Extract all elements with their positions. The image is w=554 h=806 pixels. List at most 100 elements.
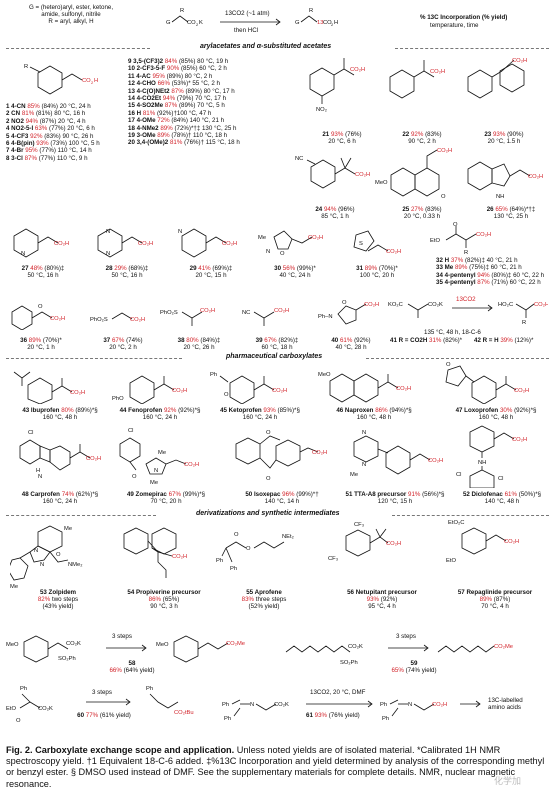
compound-label: 37 67% (74%)20 °C, 2 h — [103, 337, 143, 352]
compound-label: 29 41% (69%)‡20 °C, 15 h — [189, 265, 233, 280]
svg-text:CO₂H: CO₂H — [200, 308, 215, 314]
svg-text:Ph: Ph — [146, 686, 153, 692]
structure-27: N CO₂H — [13, 228, 69, 258]
structure-54: CO₂H — [123, 527, 187, 578]
svg-text:CO₂H: CO₂H — [514, 388, 529, 394]
section-header: pharmaceutical carboxylates — [226, 353, 323, 360]
compound-label: 49 Zomepirac 67% (99%)*§70 °C, 20 h — [126, 491, 206, 506]
svg-text:CO₂H: CO₂H — [428, 458, 443, 464]
structure-22: CO₂H — [389, 60, 445, 99]
malonate-reagent: 13CO2 — [456, 296, 476, 303]
compound-label: 24 94% (96%)85 °C, 1 h — [315, 206, 355, 221]
svg-text:O: O — [280, 251, 285, 257]
structure-40: Ph–NO CO₂H — [318, 300, 379, 325]
svg-text:MeO: MeO — [375, 180, 388, 186]
svg-text:EtO₂C: EtO₂C — [448, 520, 464, 526]
svg-text:CO₂H: CO₂H — [184, 462, 199, 468]
svg-text:2: 2 — [91, 80, 94, 85]
section-rule — [366, 358, 549, 359]
result-sub: temperature, time — [430, 22, 479, 29]
svg-text:SO₂Ph: SO₂Ph — [340, 660, 358, 666]
section-rule — [6, 358, 182, 359]
list-item: 33 Me 89% (75%)‡ 60 °C, 21 h — [436, 264, 522, 272]
watermark: 化学加 — [494, 776, 522, 786]
svg-text:N: N — [106, 229, 110, 235]
svg-text:Ph: Ph — [216, 558, 223, 564]
svg-text:Cl: Cl — [128, 428, 133, 434]
svg-text:CO₂H: CO₂H — [386, 249, 401, 255]
svg-text:O: O — [234, 532, 239, 538]
compound-label: 43 Ibuprofen 80% (89%)*§160 °C, 48 h — [22, 407, 98, 422]
structure-24: NC CO₂H — [295, 156, 370, 189]
compound-label: 23 93% (90%)20 °C, 1.5 h — [484, 131, 524, 146]
definitions: G = (hetero)aryl, ester, ketone, amide, … — [6, 4, 136, 26]
svg-text:CO₂H: CO₂H — [476, 232, 491, 238]
svg-text:HO₂C: HO₂C — [498, 302, 513, 308]
svg-text:R: R — [522, 320, 526, 326]
list-item: 19 3-OMe 89% (78%)† 110 °C, 18 h — [128, 132, 228, 140]
structure-48: Cl HN CO₂H — [19, 430, 101, 480]
svg-text:13: 13 — [317, 20, 323, 26]
svg-text:CO₂H: CO₂H — [512, 58, 527, 64]
svg-text:CO₂H: CO₂H — [222, 241, 237, 247]
list-item: 2 NO2 94% (87%) 20 °C, 4 h — [6, 117, 86, 125]
svg-text:N: N — [178, 229, 182, 235]
svg-text:EtO: EtO — [446, 558, 456, 564]
compound-label: 36 89% (70%)*20 °C, 1 h — [20, 337, 62, 352]
svg-text:CF₃: CF₃ — [328, 556, 339, 562]
svg-text:CO₂H: CO₂H — [308, 235, 323, 241]
svg-text:CO₂K: CO₂K — [38, 706, 53, 712]
svg-text:CO₂K: CO₂K — [274, 702, 289, 708]
svg-text:R: R — [180, 8, 184, 14]
svg-text:N: N — [266, 249, 270, 255]
compound-label: 51 TTA-A8 precursor 91% (56%)*§120 °C, 1… — [345, 491, 445, 506]
definition-line: amide, sulfonyl, nitrile — [41, 11, 101, 19]
compound-label: 28 29% (68%)‡50 °C, 16 h — [105, 265, 149, 280]
list-item: 12 4-CHO 66% (53%)* 55 °C, 2 h — [128, 80, 220, 88]
svg-text:MeO: MeO — [318, 372, 331, 378]
svg-text:N: N — [106, 251, 110, 257]
svg-text:EtO: EtO — [6, 706, 16, 712]
section-header: derivatizations and synthetic intermedia… — [196, 510, 340, 517]
svg-text:CO₂H: CO₂H — [312, 450, 327, 456]
compound-label: 42 R = H 39% (12%)* — [474, 337, 534, 344]
sequence-steps: 3 steps — [396, 633, 416, 640]
svg-text:R: R — [24, 64, 28, 70]
caption-title: Fig. 2. Carboxylate exchange scope and a… — [6, 745, 235, 755]
list-item: 1 4-CN 85% (84%) 20 °C, 24 h — [6, 103, 91, 110]
svg-text:CO₂H: CO₂H — [364, 302, 379, 308]
svg-text:R: R — [464, 250, 468, 254]
list-item: 20 3,4-(OMe)2 81% (76%)† 115 °C, 18 h — [128, 139, 240, 147]
substituent-list-c: 32 H 37% (82%)‡ 40 °C, 21 h 33 Me 89% (7… — [436, 257, 544, 287]
structure-23: CO₂H — [467, 58, 527, 99]
definition-line: R = aryl, alkyl, H — [48, 18, 94, 26]
svg-text:Ph: Ph — [380, 702, 387, 708]
svg-text:Me: Me — [350, 472, 358, 478]
svg-text:O: O — [56, 552, 61, 558]
svg-text:CO₂Me: CO₂Me — [226, 641, 245, 647]
svg-text:2: 2 — [196, 22, 199, 27]
svg-text:N: N — [408, 702, 412, 708]
list-item: 35 4-pentenyl 87% (71%) 60 °C, 22 h — [436, 279, 541, 287]
svg-text:CO₂tBu: CO₂tBu — [174, 710, 194, 716]
svg-text:H: H — [36, 468, 40, 474]
substituent-list-b: 9 3,5-(CF3)2 84% (85%) 80 °C, 19 h 10 2-… — [128, 58, 240, 147]
compound-label: 39 67% (82%)‡60 °C, 18 h — [255, 337, 299, 352]
svg-text:CO₂K: CO₂K — [348, 644, 363, 650]
list-item: 16 H 81% (92%)†100 °C, 47 h — [128, 109, 212, 117]
structure-29: N CO₂H — [178, 228, 237, 258]
svg-text:CO₂H: CO₂H — [172, 554, 187, 560]
compound-label: 27 48% (80%)‡50 °C, 16 h — [21, 265, 65, 280]
